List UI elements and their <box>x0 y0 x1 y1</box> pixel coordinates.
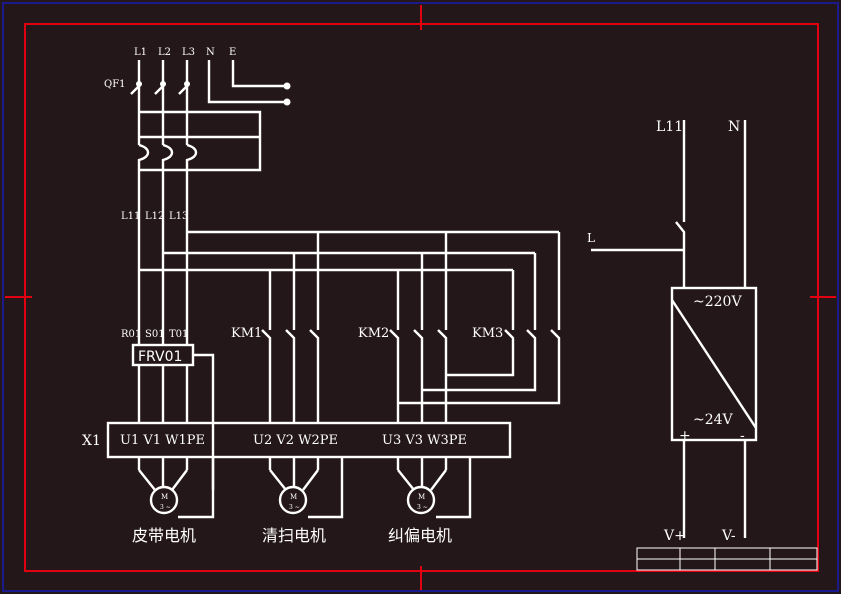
motor-2-m: M <box>290 493 297 501</box>
label-l12: L12 <box>145 211 164 222</box>
motor-3-circle <box>406 485 436 515</box>
ps-input-voltage: ~220V <box>693 294 742 310</box>
label-l1: L1 <box>134 47 147 58</box>
label-l2: L2 <box>158 47 171 58</box>
inverter-label: FRV01 <box>138 349 182 365</box>
ps-output-voltage: ~24V <box>693 412 734 428</box>
label-r01: R01 <box>121 329 141 340</box>
ps-minus: - <box>740 428 745 444</box>
motor-1-circle <box>149 485 179 515</box>
motor-1-m: M <box>161 493 168 501</box>
centering-marks <box>5 5 836 590</box>
label-l13: L13 <box>169 211 188 222</box>
power-supply-wires <box>591 120 758 538</box>
terminal-group-1: U1 V1 W1PE <box>120 433 205 448</box>
terminal-strip-name: X1 <box>82 433 101 449</box>
label-l11: L11 <box>121 211 140 222</box>
motor-1-name: 皮带电机 <box>132 526 196 545</box>
label-n: N <box>206 47 215 58</box>
label-s01: S01 <box>145 329 165 340</box>
motor-2-sub: 3 ~ <box>289 504 300 511</box>
label-breaker: QF1 <box>104 79 126 90</box>
power-supply-box <box>670 286 758 442</box>
label-km3: KM3 <box>472 326 503 341</box>
terminal-group-2: U2 V2 W2PE <box>253 433 338 448</box>
motor-3-name: 纠偏电机 <box>388 526 452 545</box>
ps-plus: + <box>679 428 691 444</box>
connection-dots <box>136 81 291 106</box>
ps-label-l: L <box>587 231 595 245</box>
ps-v-minus: V- <box>721 528 736 544</box>
title-block <box>636 547 818 571</box>
motor-1-sub: 3 ~ <box>160 504 171 511</box>
motor-2-circle <box>278 485 308 515</box>
main-circuit-wires <box>106 60 561 519</box>
motor-symbols <box>149 485 436 515</box>
ps-label-l11: L11 <box>656 119 683 135</box>
motor-3-sub: 3 ~ <box>417 504 428 511</box>
label-l3: L3 <box>182 47 195 58</box>
terminal-group-3: U3 V3 W3PE <box>382 433 467 448</box>
label-t01: T01 <box>169 329 188 340</box>
label-km2: KM2 <box>358 326 389 341</box>
label-e: E <box>229 47 236 58</box>
motor-2-name: 清扫电机 <box>262 526 326 545</box>
label-km1: KM1 <box>231 326 262 341</box>
ps-v-plus: V+ <box>663 528 686 544</box>
ps-label-n: N <box>728 119 740 135</box>
motor-3-m: M <box>418 493 425 501</box>
